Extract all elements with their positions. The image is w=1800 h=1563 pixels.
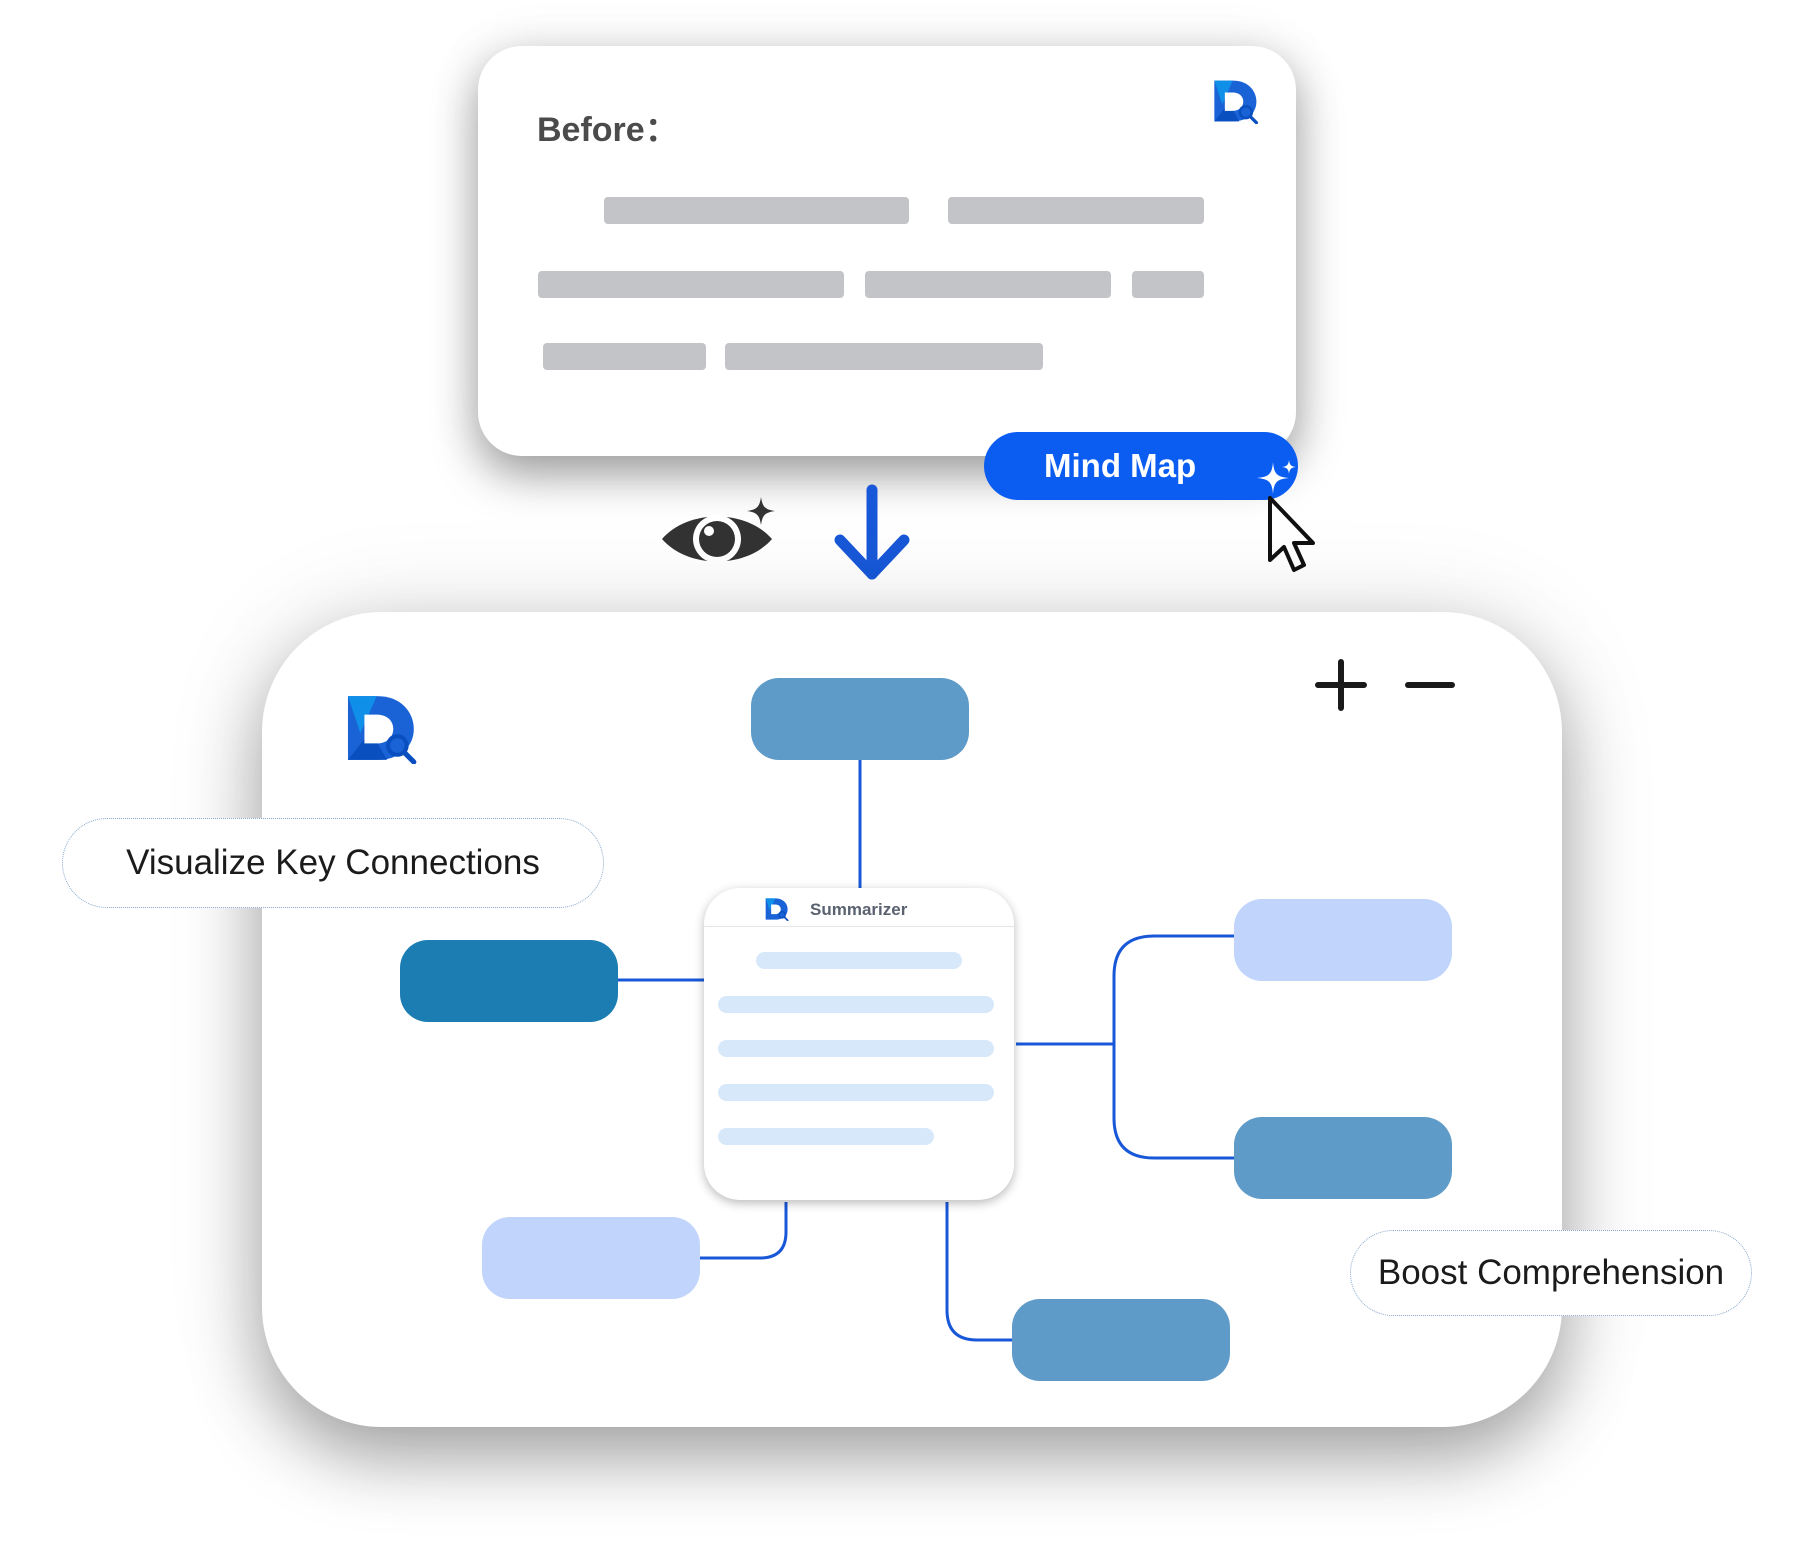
mind-map-button[interactable]: Mind Map [984,432,1298,500]
mind-map-node[interactable] [1234,899,1452,981]
callout-right-label: Boost Comprehension [1377,1253,1725,1292]
callout-boost-comprehension: Boost Comprehension [1350,1230,1752,1316]
mind-map-node[interactable] [1234,1117,1452,1199]
text-placeholder-line [725,343,1043,370]
text-placeholder-line [948,197,1204,224]
text-placeholder-line [543,343,706,370]
mouse-pointer-icon [1268,496,1315,572]
app-logo-icon [1214,80,1259,124]
arrow-down-icon [834,484,910,580]
text-placeholder-line [865,271,1111,298]
before-document-card [478,46,1296,456]
mind-map-node[interactable] [482,1217,700,1299]
minus-icon[interactable] [1404,670,1456,700]
summary-placeholder-line [718,1040,994,1057]
summarizer-title: Summarizer [810,900,908,919]
eye-sparkle-icon [662,497,775,563]
summarizer-header: Summarizer [704,888,1014,927]
summary-placeholder-line [718,1128,934,1145]
plus-icon[interactable] [1312,656,1370,714]
text-placeholder-line [604,197,909,224]
mind-map-node[interactable] [751,678,969,760]
before-card-title: Before： [537,111,679,149]
app-logo-icon [347,696,417,764]
text-placeholder-line [538,271,844,298]
summary-placeholder-line [718,996,994,1013]
mind-map-node[interactable] [400,940,618,1022]
callout-visualize-key-connections: Visualize Key Connections [62,818,604,908]
mind-map-button-label: Mind Map [1044,447,1197,484]
mind-map-node[interactable] [1012,1299,1230,1381]
sparkle-icon [1257,460,1296,494]
summarizer-center-node[interactable]: Summarizer [704,888,1014,1200]
summary-placeholder-line [718,1084,994,1101]
text-placeholder-line [1132,271,1204,298]
callout-left-label: Visualize Key Connections [126,843,540,882]
summary-placeholder-line [756,952,962,969]
app-logo-icon [765,898,789,921]
